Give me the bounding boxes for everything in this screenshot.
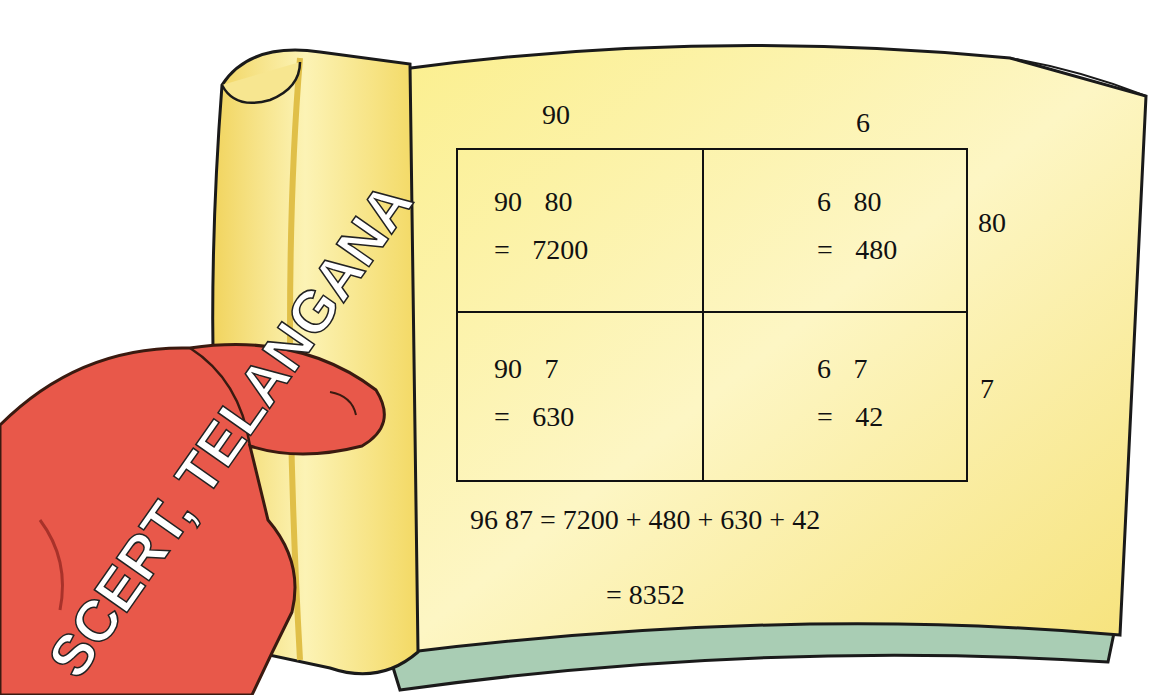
grid-label: 90 [542,98,570,132]
watermark: SCERT, TELANGANA [36,171,425,688]
grid-cell: 6 7= 42 [702,311,968,482]
hand-shade [40,520,63,610]
grid-label: = 8352 [606,578,685,612]
grid-label: 80 [978,206,1006,240]
cell-text: = 630 [494,393,574,441]
cell-text: = 480 [817,226,897,274]
cell-text: 90 7 [494,345,558,393]
thumb-nail [330,392,356,415]
grid-cell: 90 7= 630 [456,311,704,482]
grid-cell: 90 80= 7200 [456,148,704,313]
grid-cell: 6 80= 480 [702,148,968,313]
roll-curl [222,62,300,103]
right-page [395,46,1146,653]
cell-text: 90 80 [494,178,572,226]
grid-label: 6 [856,106,870,140]
grid-label: 7 [980,372,994,406]
cell-text: = 42 [817,393,883,441]
cell-text: 6 7 [817,345,867,393]
grid-label: 96 87 = 7200 + 480 + 630 + 42 [470,503,820,537]
page-edge [1010,58,1146,96]
cell-text: 6 80 [817,178,881,226]
cell-text: = 7200 [494,226,588,274]
